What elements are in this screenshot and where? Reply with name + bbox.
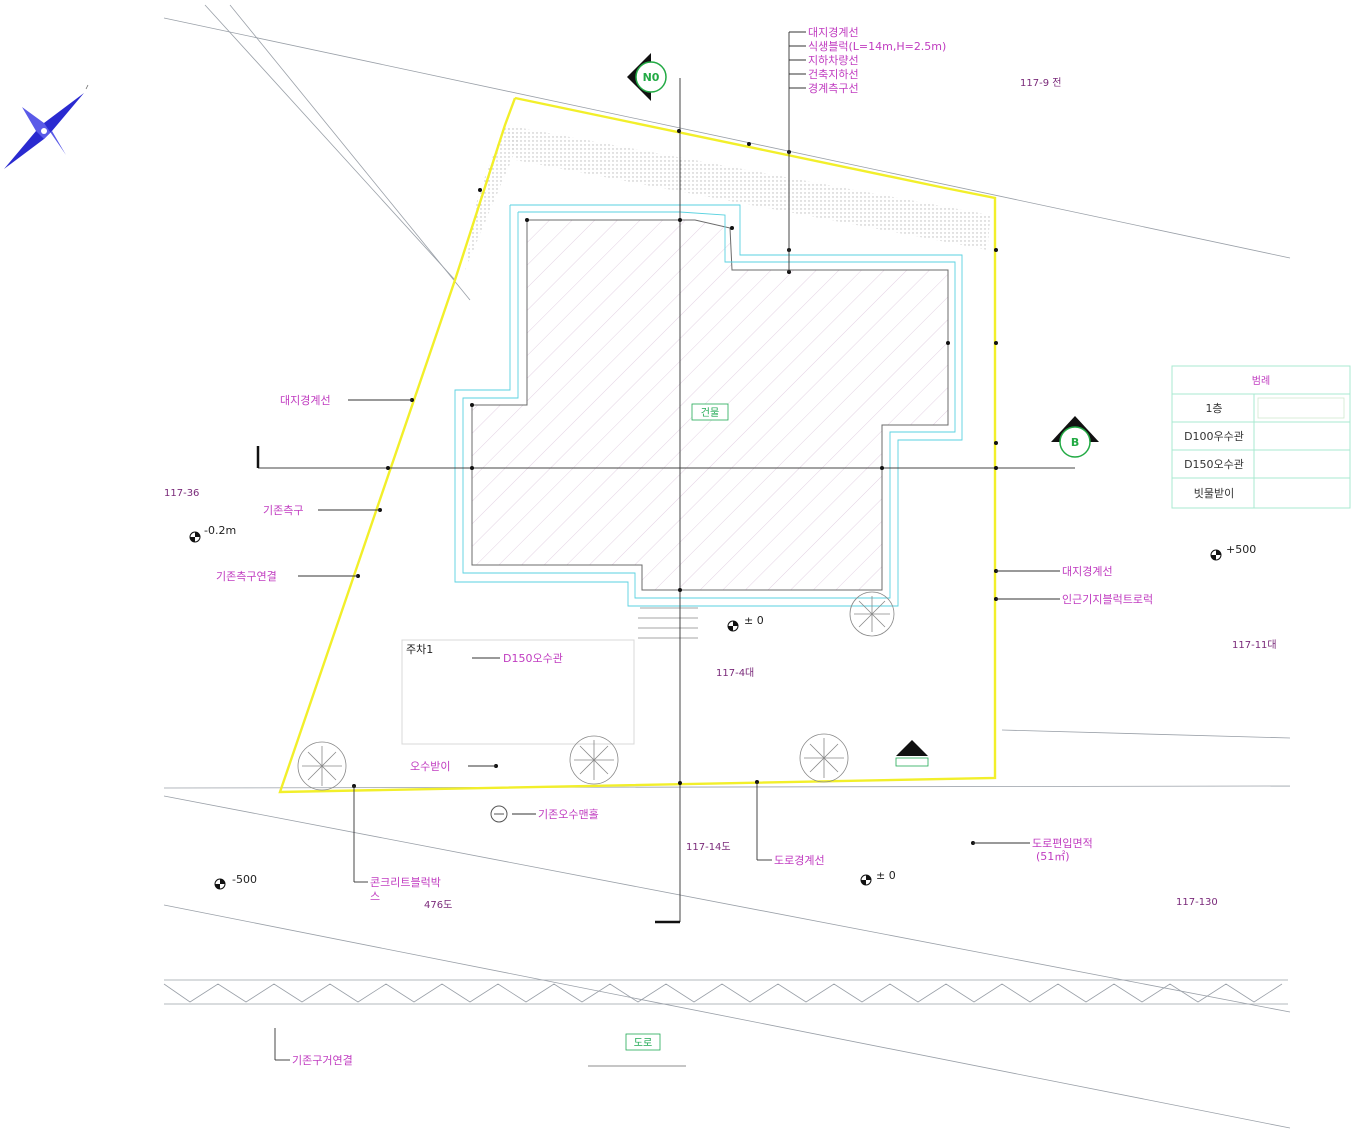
north-arrow-compass-icon — [4, 84, 89, 169]
tree-symbol-icon — [799, 733, 849, 783]
vegetation-strip — [505, 125, 990, 250]
label-concrete-box-2: 스 — [370, 890, 380, 903]
level-bottom-left: -500 — [232, 873, 257, 886]
label-site-boundary-left: 대지경계선 — [280, 394, 331, 407]
label-adjacent-block: 인근기지블럭트로럭 — [1062, 593, 1153, 606]
section-label-top: N0 — [643, 71, 660, 84]
label-road-boundary: 도로경계선 — [774, 854, 825, 867]
legend-row-3-label: D150오수관 — [1184, 458, 1244, 471]
entrance-triangle-icon — [895, 740, 929, 767]
level-right: +500 — [1226, 543, 1256, 556]
legend-row-1-label: 1층 — [1205, 402, 1222, 415]
road-tag-box — [625, 1033, 661, 1051]
level-marker-icon — [214, 878, 226, 890]
legend-header: 범례 — [1252, 375, 1270, 387]
vegetation-strip-left — [465, 125, 520, 270]
legend: 범례 1층 D100우수관 D150오수관 빗물받이 — [1171, 365, 1351, 509]
lot-left: 117-36 — [164, 488, 199, 499]
label-existing-ditch-edge: 기존측구연결 — [216, 570, 277, 583]
level-marker-icon — [189, 531, 201, 543]
level-marker-icon — [1210, 549, 1222, 561]
lot-right: 117-11대 — [1232, 639, 1277, 651]
building-tag-box — [691, 403, 729, 421]
lot-center: 117-4대 — [716, 667, 754, 679]
label-catch-basin: 오수받이 — [410, 760, 450, 773]
section-label-right: B — [1071, 436, 1079, 449]
label-top-leader-1: 대지경계선 — [808, 26, 859, 39]
left-leader-lines — [274, 399, 536, 1061]
lot-top: 117-9 전 — [1020, 77, 1061, 89]
lot-476: 476도 — [424, 900, 452, 911]
section-marker-icon: N0 — [627, 53, 667, 101]
leader-nodes — [352, 129, 998, 845]
tree-symbol-icon — [297, 741, 347, 791]
lot-road-center: 117-14도 — [686, 842, 731, 853]
parking-area — [401, 639, 635, 745]
label-top-leader-5: 경계측구선 — [808, 82, 859, 95]
lot-bottom-right: 117-130 — [1176, 897, 1218, 908]
label-d150-pipe: D150오수관 — [503, 652, 563, 665]
building-offset-lines — [454, 204, 963, 607]
context-lines — [163, 4, 1291, 1129]
site-boundary — [278, 96, 997, 794]
label-top-leader-4: 건축지하선 — [808, 67, 859, 81]
level-bottom-center: ± 0 — [876, 869, 896, 882]
tree-symbol-icon — [569, 735, 619, 785]
label-existing-drain: 기존구거연결 — [292, 1054, 353, 1067]
label-existing-ditch: 기존측구 — [263, 504, 303, 517]
label-top-leader-3: 지하차량선 — [808, 53, 859, 67]
level-left: -0.2m — [204, 524, 236, 537]
label-road-area-1: 도로편입면적 — [1032, 837, 1093, 850]
entrance-steps — [638, 607, 698, 639]
level-marker-icon — [860, 874, 872, 886]
label-existing-manhole: 기존오수맨홀 — [538, 808, 599, 821]
legend-row-2-label: D100우수관 — [1184, 430, 1244, 443]
legend-row-4-label: 빗물받이 — [1194, 487, 1234, 500]
right-leader-lines — [756, 570, 1060, 861]
label-road-area-2: (51㎡) — [1036, 850, 1070, 863]
label-site-boundary-right: 대지경계선 — [1062, 565, 1113, 578]
manhole-icon — [490, 805, 508, 823]
label-top-leader-2: 식생블럭(L=14m,H=2.5m) — [808, 40, 946, 53]
drain-zigzag — [163, 983, 1283, 1003]
section-marker-icon: B — [1051, 416, 1099, 458]
tree-symbol-icon — [849, 591, 895, 637]
label-parking: 주차1 — [406, 643, 433, 656]
label-building: 건물 — [701, 407, 719, 419]
label-concrete-box-1: 콘크리트블럭박 — [370, 876, 441, 889]
label-road: 도로 — [634, 1038, 652, 1049]
level-center: ± 0 — [744, 614, 764, 627]
level-marker-icon — [727, 620, 739, 632]
top-leader-lines — [788, 31, 806, 272]
